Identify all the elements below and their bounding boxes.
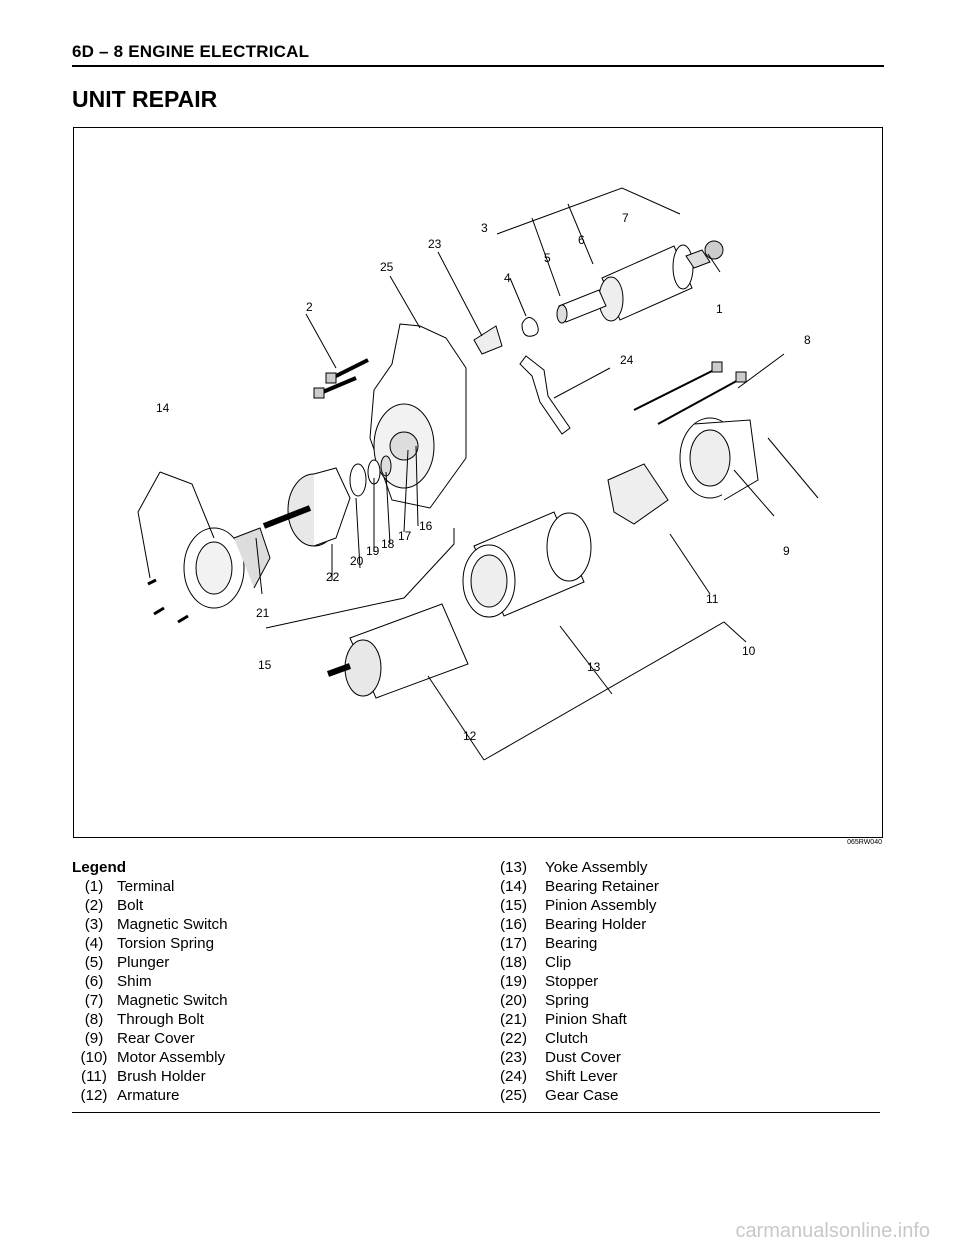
legend-item: (8)Through Bolt [84, 1011, 204, 1028]
legend-right-column: (13)Yoke Assembly (14)Bearing Retainer (… [500, 858, 659, 1105]
callout-1: 1 [716, 302, 723, 316]
callout-8: 8 [804, 333, 811, 347]
callout-12: 12 [463, 729, 477, 743]
legend-item: (18)Clip [500, 954, 572, 971]
callout-10: 10 [742, 644, 756, 658]
dust-cover-drawing [473, 325, 503, 355]
legend-item: (22)Clutch [500, 1030, 589, 1047]
rear-cover-drawing [679, 417, 759, 501]
bearing-retainer-drawing [183, 527, 271, 609]
callout-20: 20 [350, 554, 364, 568]
magnetic-switch-drawing [598, 240, 724, 322]
spring-clip-stopper-drawing [349, 455, 392, 497]
legend-item: (11)Brush Holder [81, 1068, 206, 1085]
leader-lines [137, 187, 819, 761]
figure-code: 065RW040 [847, 839, 882, 846]
legend-item: (25)Gear Case [500, 1087, 619, 1104]
callout-11: 11 [706, 592, 719, 606]
legend-item: (1)Terminal [84, 878, 175, 895]
callout-17: 17 [398, 529, 412, 543]
legend-item: (21)Pinion Shaft [500, 1011, 627, 1028]
legend-item: (24)Shift Lever [500, 1068, 618, 1085]
callout-19: 19 [366, 544, 380, 558]
clutch-drawing [262, 467, 351, 547]
legend-item: (7)Magnetic Switch [84, 992, 228, 1009]
callout-3: 3 [481, 221, 488, 235]
through-bolts-drawing [633, 361, 747, 425]
legend-item: (23)Dust Cover [500, 1049, 621, 1066]
legend-title: Legend [72, 859, 127, 876]
page-title: UNIT REPAIR [72, 86, 218, 112]
yoke-assembly-drawing [462, 511, 592, 618]
callout-4: 4 [504, 271, 511, 285]
shift-lever-drawing [519, 355, 571, 435]
legend-item: (9)Rear Cover [84, 1030, 195, 1047]
armature-drawing [326, 603, 469, 699]
callout-13: 13 [587, 660, 601, 674]
legend-item: (12)Armature [80, 1087, 180, 1104]
callout-24: 24 [620, 353, 634, 367]
watermark: carmanualsonline.info [735, 1220, 930, 1242]
header-rule [72, 65, 884, 67]
callout-labels: 1 2 3 4 5 6 7 8 9 10 11 12 13 14 15 16 1… [156, 211, 811, 743]
section-header: 6D – 8 ENGINE ELECTRICAL [72, 42, 310, 61]
legend-item: (2)Bolt [84, 897, 144, 914]
legend-item: (15)Pinion Assembly [500, 897, 657, 914]
legend-item: (19)Stopper [500, 973, 599, 990]
callout-5: 5 [544, 251, 551, 265]
legend-item: (16)Bearing Holder [500, 916, 647, 933]
exploded-diagram-figure: 1 2 3 4 5 6 7 8 9 10 11 12 13 14 15 16 1… [73, 127, 883, 838]
legend-item: (6)Shim [84, 973, 152, 990]
callout-9: 9 [783, 544, 790, 558]
bolts-drawing [313, 358, 369, 399]
callout-23: 23 [428, 237, 442, 251]
legend-item: (20)Spring [500, 992, 589, 1009]
callout-15: 15 [258, 658, 272, 672]
callout-2: 2 [306, 300, 313, 314]
legend-item: (5)Plunger [84, 954, 170, 971]
legend-left-column: Legend (1)Terminal (2)Bolt (3)Magnetic S… [72, 858, 228, 1105]
legend-item: (4)Torsion Spring [84, 935, 215, 952]
legend-item: (3)Magnetic Switch [84, 916, 228, 933]
legend-item: (13)Yoke Assembly [500, 859, 648, 876]
starter-exploded-view: 1 2 3 4 5 6 7 8 9 10 11 12 13 14 15 16 1… [137, 187, 819, 761]
torsion-spring-drawing [521, 317, 539, 337]
callout-22: 22 [326, 570, 340, 584]
callout-21: 21 [256, 606, 270, 620]
callout-7: 7 [622, 211, 629, 225]
bottom-rule [72, 1112, 880, 1113]
callout-18: 18 [381, 537, 395, 551]
legend-item: (17)Bearing [500, 935, 598, 952]
plunger-drawing [556, 289, 607, 324]
screws-drawing [147, 578, 189, 624]
legend-item: (14)Bearing Retainer [500, 878, 659, 895]
callout-25: 25 [380, 260, 394, 274]
gear-case-drawing [369, 323, 467, 509]
callout-16: 16 [419, 519, 433, 533]
brush-holder-drawing [607, 463, 669, 525]
legend-item: (10)Motor Assembly [80, 1049, 226, 1066]
callout-6: 6 [578, 233, 585, 247]
callout-14: 14 [156, 401, 170, 415]
